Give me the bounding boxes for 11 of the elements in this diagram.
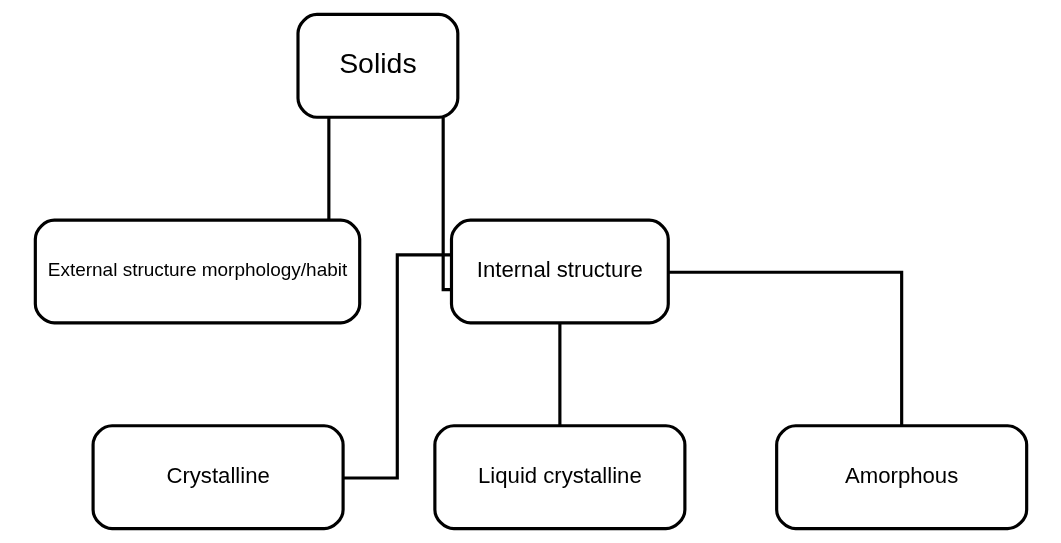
connector [343,253,451,480]
node-box: Solids [295,12,459,119]
node-box: Internal structure [449,218,670,325]
node-box: Crystalline [91,424,345,531]
connector [441,117,451,292]
connector [326,117,330,220]
node-box: Amorphous [774,424,1028,531]
node-box: Liquid crystalline [432,424,686,531]
node-box: External structure morphology/habit [33,218,361,325]
connector [668,270,903,426]
connector [557,323,561,426]
